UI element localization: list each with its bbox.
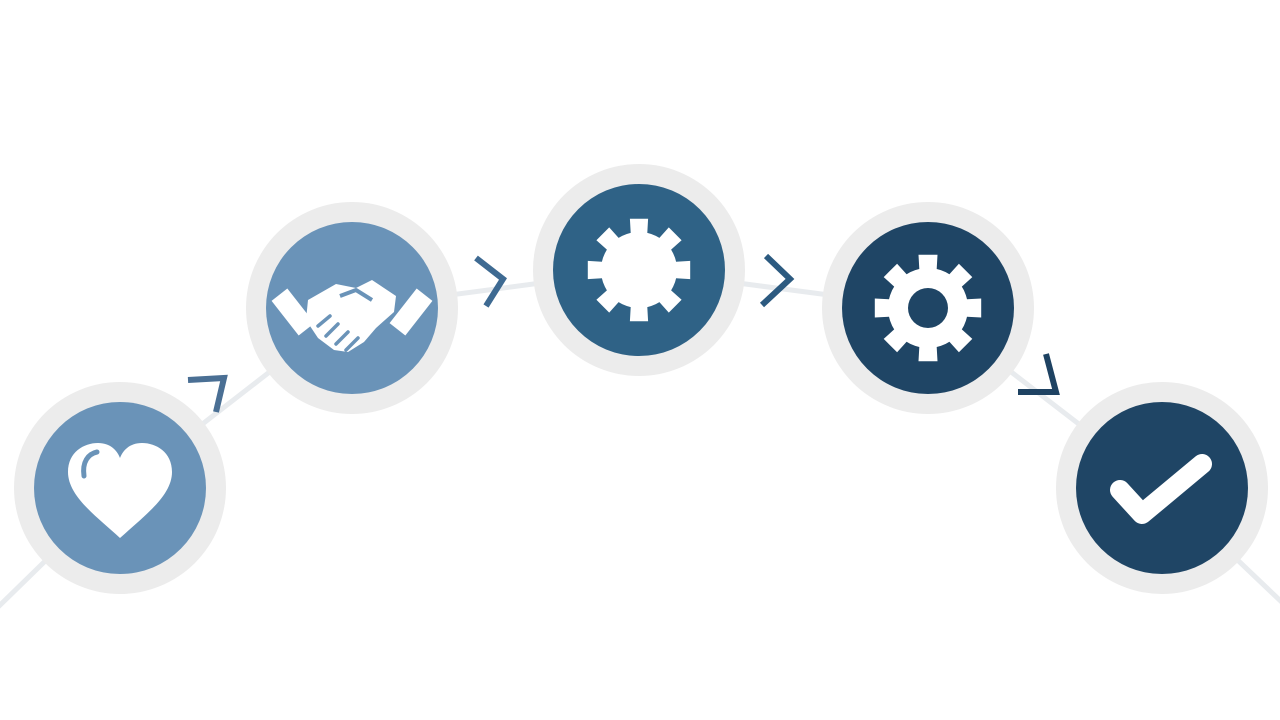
checkmark-icon xyxy=(1110,454,1212,524)
handshake-icon xyxy=(271,280,433,352)
step-arrow-4 xyxy=(1018,353,1060,395)
step-arrow-2 xyxy=(474,255,507,308)
step-5 xyxy=(1056,382,1268,594)
heart-icon xyxy=(68,443,172,538)
step-arrow-1 xyxy=(187,374,228,413)
step-4 xyxy=(822,202,1034,414)
step-arrow-3 xyxy=(759,253,795,308)
step-3 xyxy=(533,164,745,376)
gear-icon xyxy=(587,218,691,322)
cog-icon xyxy=(874,254,982,362)
step-1 xyxy=(14,382,226,594)
step-2 xyxy=(246,202,458,414)
